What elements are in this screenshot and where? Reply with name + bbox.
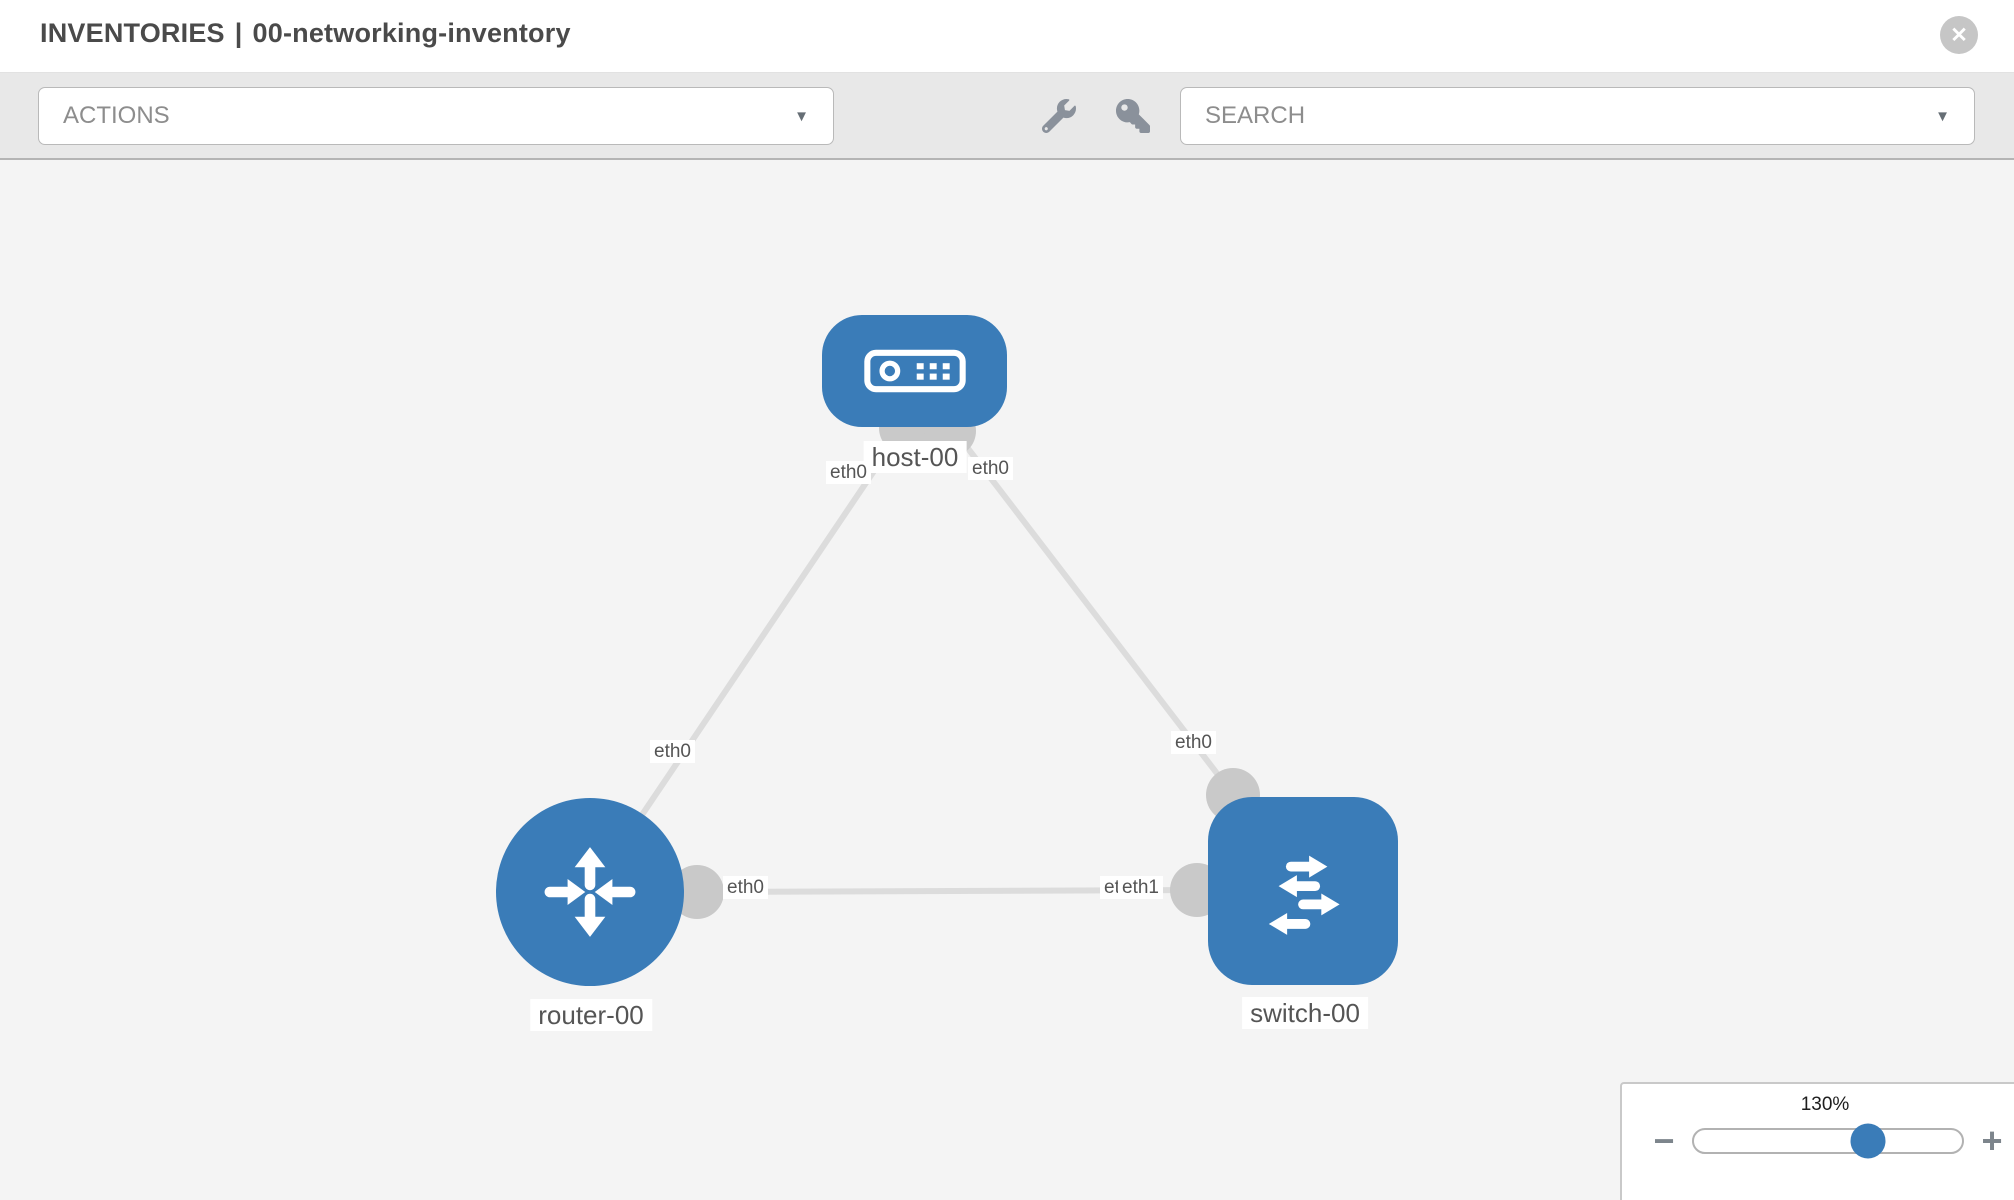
iface-label-router-eth0: eth0 bbox=[723, 876, 768, 899]
actions-dropdown[interactable]: ACTIONS ▼ bbox=[38, 87, 834, 145]
wrench-button[interactable] bbox=[1040, 97, 1078, 135]
close-button[interactable]: ✕ bbox=[1940, 16, 1978, 54]
iface-label-switch-eth0-uplink: eth0 bbox=[1171, 731, 1216, 754]
zoom-slider-track[interactable] bbox=[1692, 1123, 1964, 1159]
iface-label-host-eth0-left: eth0 bbox=[826, 461, 871, 484]
iface-label-router-eth0-uplink: eth0 bbox=[650, 740, 695, 763]
zoom-controls: − + bbox=[1650, 1123, 2014, 1159]
zoom-out-button[interactable]: − bbox=[1650, 1123, 1678, 1159]
minus-icon: − bbox=[1653, 1120, 1675, 1161]
links-layer bbox=[587, 402, 1260, 919]
switch-icon bbox=[1268, 855, 1340, 935]
iface-label-host-eth0-right: eth0 bbox=[968, 457, 1013, 480]
key-button[interactable] bbox=[1114, 97, 1152, 135]
node-label-router-00: router-00 bbox=[530, 999, 652, 1031]
iface-label-switch-eth1: eth1 bbox=[1118, 876, 1163, 899]
title-separator: | bbox=[234, 18, 243, 48]
zoom-panel: 130% − + bbox=[1620, 1082, 2014, 1200]
title-prefix: INVENTORIES bbox=[40, 18, 225, 48]
zoom-percent-value: 130% bbox=[1800, 1094, 1850, 1115]
close-icon: ✕ bbox=[1950, 23, 1968, 47]
node-router-00[interactable] bbox=[496, 798, 684, 986]
key-icon bbox=[1116, 99, 1150, 133]
topology-canvas[interactable]: host-00 router-00 switch-00 eth0 eth0 et… bbox=[0, 160, 2014, 1200]
zoom-in-button[interactable]: + bbox=[1978, 1123, 2006, 1159]
wrench-icon bbox=[1042, 99, 1076, 133]
toolbar-tools bbox=[1040, 87, 1152, 145]
actions-dropdown-label: ACTIONS bbox=[63, 102, 170, 129]
plus-icon: + bbox=[1981, 1120, 2003, 1161]
chevron-down-icon: ▼ bbox=[794, 107, 809, 125]
inventory-name: 00-networking-inventory bbox=[252, 18, 571, 48]
search-dropdown-label: SEARCH bbox=[1205, 102, 1306, 129]
page-title: INVENTORIES | 00-networking-inventory bbox=[40, 18, 571, 49]
host-icon bbox=[863, 349, 966, 393]
chevron-down-icon: ▼ bbox=[1935, 107, 1950, 125]
header: INVENTORIES | 00-networking-inventory ✕ bbox=[0, 0, 2014, 73]
node-label-switch-00: switch-00 bbox=[1242, 997, 1368, 1029]
zoom-slider-knob[interactable] bbox=[1850, 1123, 1886, 1159]
node-switch-00[interactable] bbox=[1208, 797, 1398, 985]
search-dropdown[interactable]: SEARCH ▼ bbox=[1180, 87, 1975, 145]
router-icon bbox=[544, 847, 636, 937]
endpoint-router-eth0 bbox=[670, 865, 724, 919]
node-label-host-00: host-00 bbox=[863, 441, 967, 473]
node-host-00[interactable] bbox=[822, 315, 1007, 427]
toolbar: ACTIONS ▼ SEARCH ▼ bbox=[0, 73, 2014, 160]
